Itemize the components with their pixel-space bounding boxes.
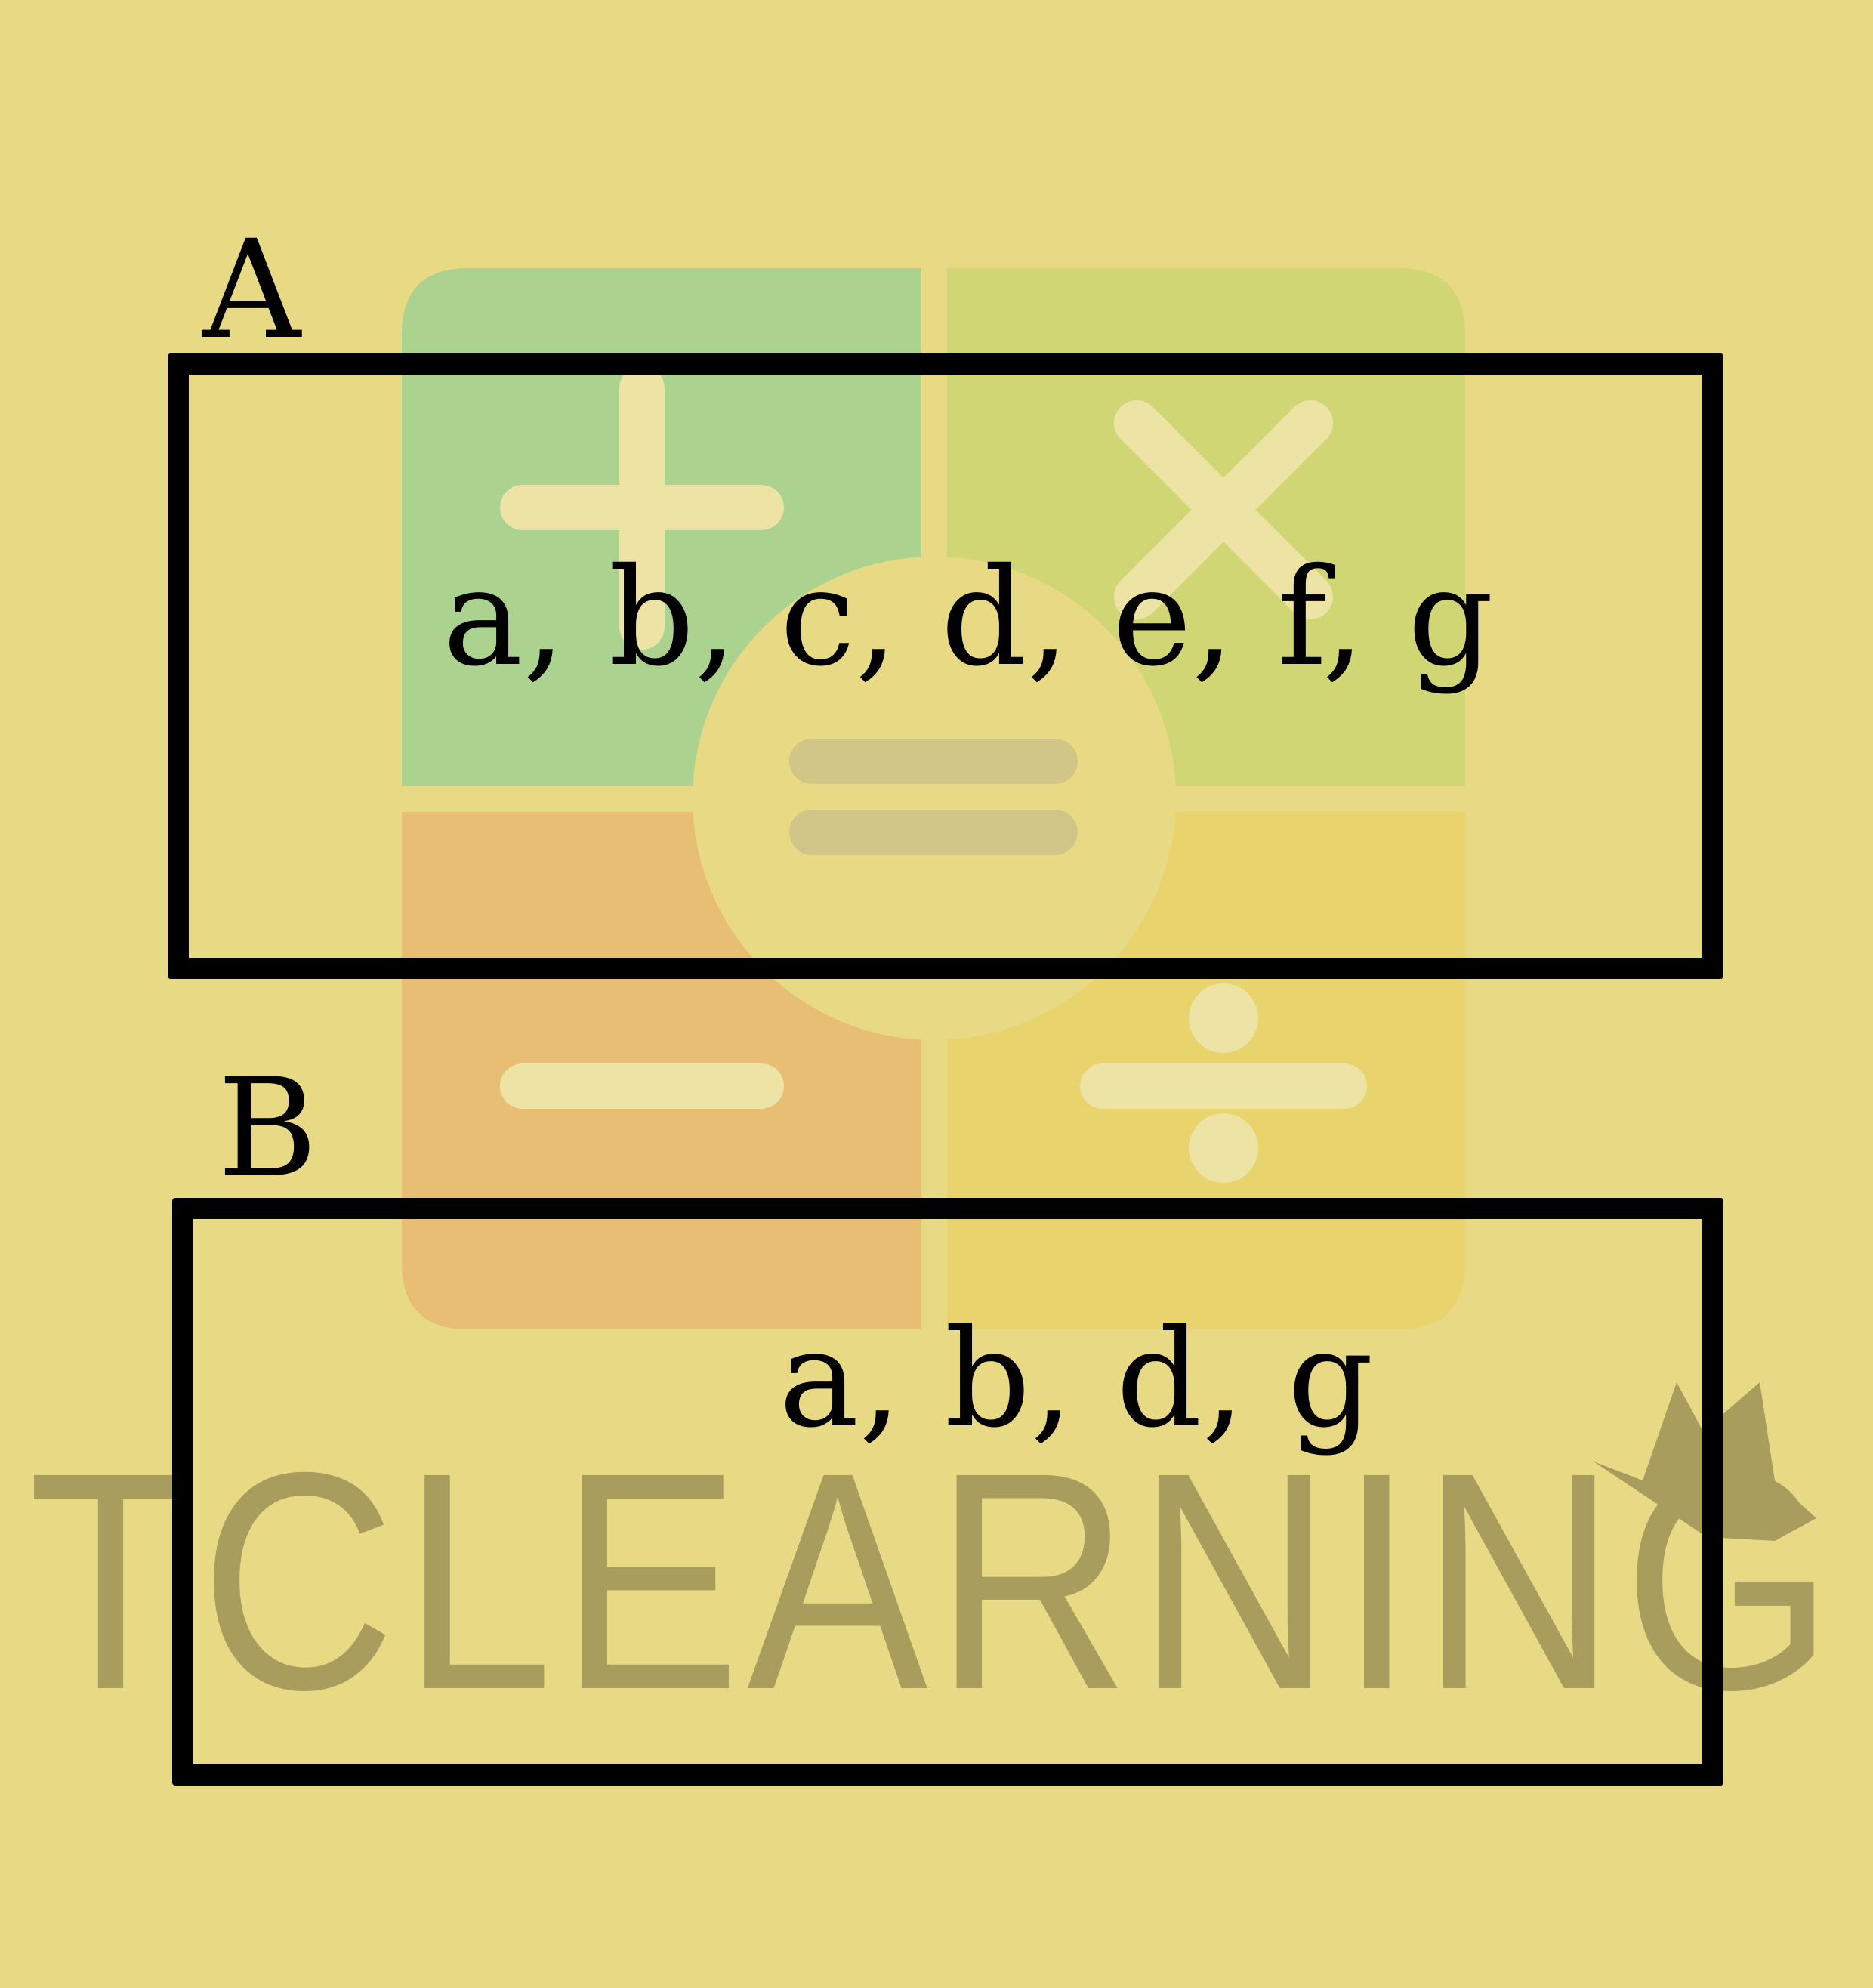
set-b-elements: a, b, d, g <box>779 1300 1374 1457</box>
set-a-box: a, b, c, d, e, f, g <box>168 353 1723 979</box>
times-icon <box>1114 400 1333 619</box>
plus-icon <box>500 366 784 650</box>
divide-icon <box>1080 983 1367 1183</box>
set-a-label: A <box>202 211 301 369</box>
set-b-box: a, b, d, g <box>172 1198 1723 1786</box>
set-b-label: B <box>218 1050 318 1208</box>
set-a-elements: a, b, c, d, e, f, g <box>443 539 1494 696</box>
equals-icon <box>789 739 1078 855</box>
logo-center-circle <box>693 557 1176 1040</box>
svg-text:TCLEARNING: TCLEARNING <box>28 1408 1841 1754</box>
